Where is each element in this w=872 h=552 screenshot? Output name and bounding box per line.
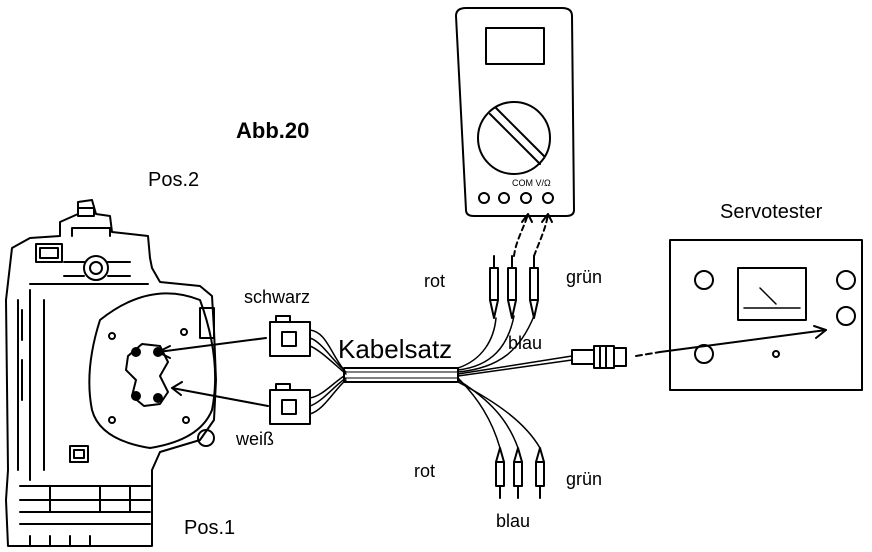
- lower-wires: [457, 377, 541, 449]
- wire-label-rot-bottom: rot: [414, 461, 436, 481]
- cable-harness-label: Kabelsatz: [338, 334, 453, 364]
- servotester-label: Servotester: [720, 201, 823, 223]
- position-label-2: Pos.2: [148, 169, 200, 191]
- upper-wires: [457, 315, 573, 377]
- meter-terminal-label: COM V/Ω: [512, 178, 551, 188]
- top-probes: [489, 255, 539, 319]
- wire-label-gruen-bottom: grün: [566, 469, 603, 489]
- servotester: [669, 239, 863, 391]
- connector-weiss: [269, 383, 311, 425]
- probe-to-meter-arrows: [513, 213, 549, 257]
- wire-label-blau-bottom: blau: [496, 511, 531, 531]
- figure-title: Abb.20: [236, 118, 310, 143]
- tester-plug: [571, 345, 627, 369]
- multimeter: [455, 7, 575, 217]
- actuator-housing: [5, 199, 217, 547]
- cable-harness: [343, 367, 459, 383]
- connector-label-weiss: weiß: [236, 429, 275, 449]
- connector-wires: [309, 329, 347, 415]
- wire-label-blau-middle: blau: [508, 333, 543, 353]
- connector-arrows: [157, 337, 269, 407]
- wire-label-gruen-top: grün: [566, 267, 603, 287]
- plug-to-tester-arrow: [635, 325, 827, 357]
- connector-label-schwarz: schwarz: [244, 287, 311, 307]
- position-label-1: Pos.1: [184, 517, 236, 539]
- connector-schwarz: [269, 315, 311, 357]
- wire-label-rot-top: rot: [424, 271, 446, 291]
- bottom-probes: [495, 447, 545, 499]
